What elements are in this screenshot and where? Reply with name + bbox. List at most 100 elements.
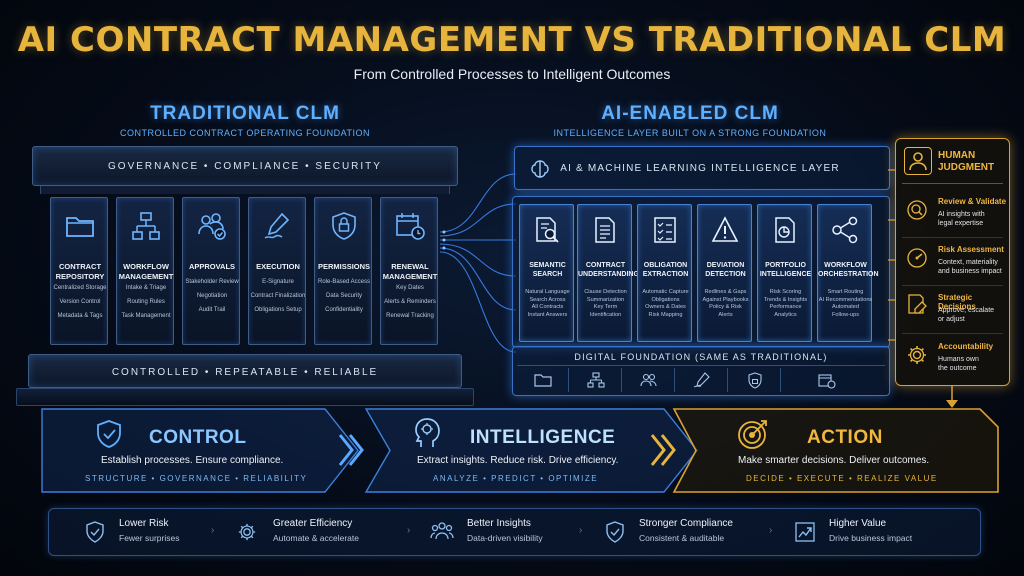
human-item-title: Accountability: [938, 342, 994, 351]
ai-intelligence-layer: AI & MACHINE LEARNING INTELLIGENCE LAYER: [514, 146, 890, 190]
calendar-clock-icon: [818, 374, 836, 389]
magnifier-check-icon: [907, 200, 927, 220]
workflow-icon: [587, 372, 605, 388]
benefit-title: Higher Value: [829, 518, 887, 529]
benefit-greater-efficiency: Greater Efficiency Automate & accelerate: [237, 509, 407, 557]
banner-control: CONTROL Establish processes. Ensure comp…: [45, 407, 335, 494]
human-item-title: Review & Validate: [938, 197, 1007, 206]
signature-pen-icon: [693, 372, 710, 388]
banner-intelligence: INTELLIGENCE Extract insights. Reduce ri…: [395, 407, 685, 494]
shield-check-icon: [606, 521, 624, 543]
banner-text: Extract insights. Reduce risk. Drive eff…: [417, 455, 619, 466]
connector-lines: [439, 173, 517, 353]
people-icon: [640, 373, 657, 387]
governance-beam-text: GOVERNANCE • COMPLIANCE • SECURITY: [108, 161, 382, 172]
gear-icon: [238, 523, 256, 541]
benefit-text: Drive business impact: [829, 533, 913, 543]
human-connectors: [888, 169, 896, 341]
banner-title: INTELLIGENCE: [470, 427, 616, 448]
page-title: AI CONTRACT MANAGEMENT VS TRADITIONAL CL…: [17, 20, 1007, 60]
banner-action: ACTION Make smarter decisions. Deliver o…: [700, 407, 1000, 494]
folder-icon: [66, 217, 94, 237]
digital-foundation: DIGITAL FOUNDATION (SAME AS TRADITIONAL): [512, 346, 890, 396]
banner-title: ACTION: [807, 427, 883, 448]
pillar-name: PERMISSIONS: [317, 262, 371, 271]
benefits-bar: Lower Risk Fewer surprises › Greater Eff…: [48, 508, 981, 556]
benefit-better-insights: Better Insights Data-driven visibility: [430, 509, 601, 557]
people-check-icon: [198, 213, 226, 240]
base-beam: CONTROLLED • REPEATABLE • RELIABLE: [28, 354, 462, 388]
divider: [902, 285, 1003, 286]
benefit-title: Stronger Compliance: [639, 518, 733, 529]
document-chart-icon: [775, 217, 795, 243]
benefit-title: Greater Efficiency: [273, 518, 353, 529]
banner-keywords: ANALYZE • PREDICT • OPTIMIZE: [433, 474, 599, 483]
benefit-higher-value: Higher Value Drive business impact: [795, 509, 965, 557]
banner-text: Establish processes. Ensure compliance.: [101, 455, 284, 466]
divider: [902, 237, 1003, 238]
human-item-title: Strategic Decisions: [938, 293, 976, 311]
traditional-subtitle: CONTROLLED CONTRACT OPERATING FOUNDATION: [119, 128, 370, 138]
base-beam-text: CONTROLLED • REPEATABLE • RELIABLE: [111, 367, 379, 378]
benefit-title: Lower Risk: [119, 518, 169, 529]
traditional-temple: GOVERNANCE • COMPLIANCE • SECURITY CONTR…: [16, 142, 474, 408]
foundation-divider: [517, 365, 885, 366]
shield-lock-icon: [332, 212, 356, 240]
foundation-cell: [782, 368, 836, 392]
beam-ledge: [40, 186, 450, 194]
ai-title: AI-ENABLED CLM: [601, 103, 779, 124]
person-icon: [909, 152, 927, 171]
document-icon: [595, 217, 615, 243]
divider: [902, 183, 1003, 184]
benefit-lower-risk: Lower Risk Fewer surprises: [85, 509, 235, 557]
document-pen-icon: [908, 294, 927, 314]
document-search-icon: [536, 217, 559, 243]
human-item-title: Risk Assessment: [938, 245, 1004, 254]
gear-icon: [908, 346, 926, 364]
banner-keywords: DECIDE • EXECUTE • REALIZE VALUE: [746, 474, 938, 483]
benefit-text: Fewer surprises: [119, 533, 180, 543]
page-subtitle: From Controlled Processes to Intelligent…: [353, 66, 671, 82]
foundation-cell: [729, 368, 781, 392]
governance-beam: GOVERNANCE • COMPLIANCE • SECURITY: [32, 146, 458, 186]
folder-icon: [534, 374, 552, 387]
benefit-text: Consistent & auditable: [639, 533, 725, 543]
signature-pen-icon: [264, 212, 290, 239]
gauge-icon: [907, 248, 927, 268]
banner-shapes: [41, 408, 999, 493]
warning-icon: [711, 216, 739, 242]
foundation-cell: [676, 368, 728, 392]
benefit-stronger-compliance: Stronger Compliance Consistent & auditab…: [605, 509, 775, 557]
shield-check-icon: [97, 420, 121, 448]
banner-title: CONTROL: [149, 427, 247, 448]
